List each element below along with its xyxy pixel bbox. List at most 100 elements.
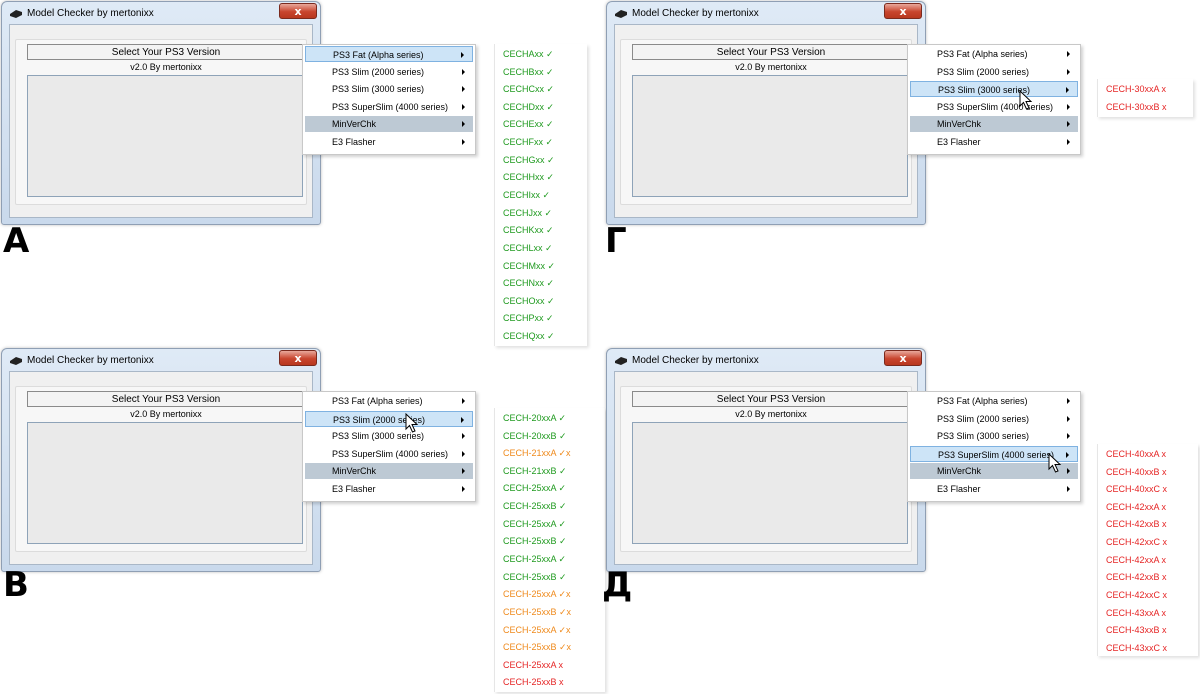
submenu-item[interactable]: CECHGxx ✓	[503, 155, 555, 165]
submenu-item[interactable]: CECH-42xxC x	[1106, 537, 1168, 547]
submenu-item[interactable]: CECHPxx ✓	[503, 313, 554, 323]
submenu-item[interactable]: CECH-20xxA ✓	[503, 413, 567, 423]
submenu-item[interactable]: CECHIxx ✓	[503, 190, 551, 200]
submenu-item[interactable]: CECH-42xxA x	[1106, 502, 1167, 512]
submenu-item[interactable]: CECHJxx ✓	[503, 208, 553, 218]
menu-item-label: E3 Flasher	[332, 137, 376, 147]
submenu-item[interactable]: CECHLxx ✓	[503, 243, 553, 253]
menu-item-ps3-slim-2000[interactable]: PS3 Slim (2000 series)	[305, 64, 473, 80]
submenu-arrow-icon	[461, 417, 464, 423]
submenu-item[interactable]: CECHCxx ✓	[503, 84, 555, 94]
submenu-item[interactable]: CECH-25xxB ✓	[503, 536, 567, 546]
menu-item-ps3-slim-2000[interactable]: PS3 Slim (2000 series)	[305, 411, 473, 427]
menu-item-e3-flasher[interactable]: E3 Flasher	[305, 134, 473, 150]
output-list[interactable]	[27, 75, 303, 197]
menu-item-ps3-slim-3000[interactable]: PS3 Slim (3000 series)	[305, 428, 473, 444]
submenu-item[interactable]: CECH-25xxB ✓	[503, 501, 567, 511]
menu-item-ps3-fat[interactable]: PS3 Fat (Alpha series)	[305, 46, 473, 62]
submenu-arrow-icon	[462, 69, 465, 75]
menu-item-ps3-slim-2000[interactable]: PS3 Slim (2000 series)	[910, 64, 1078, 80]
menu-item-ps3-superslim-4000[interactable]: PS3 SuperSlim (4000 series)	[305, 99, 473, 115]
submenu-item[interactable]: CECH-43xxC x	[1106, 643, 1168, 653]
menu-item-e3-flasher[interactable]: E3 Flasher	[305, 481, 473, 497]
close-button[interactable]: x	[884, 350, 922, 366]
submenu-ps3-slim-3000: CECH-30xxA x CECH-30xxB x	[1097, 79, 1193, 117]
output-list[interactable]	[632, 75, 908, 197]
submenu-arrow-icon	[462, 121, 465, 127]
submenu-item[interactable]: CECH-25xxA ✓x	[503, 589, 571, 599]
menu-item-label: E3 Flasher	[937, 137, 981, 147]
close-button[interactable]: x	[279, 350, 317, 366]
select-ps3-version-button[interactable]: Select Your PS3 Version	[632, 391, 910, 407]
menu-item-ps3-slim-3000[interactable]: PS3 Slim (3000 series)	[910, 428, 1078, 444]
submenu-item[interactable]: CECHDxx ✓	[503, 102, 555, 112]
submenu-arrow-icon	[1067, 398, 1070, 404]
submenu-item[interactable]: CECH-30xxA x	[1106, 84, 1167, 94]
submenu-item[interactable]: CECH-42xxC x	[1106, 590, 1168, 600]
menu-item-ps3-fat[interactable]: PS3 Fat (Alpha series)	[910, 46, 1078, 62]
submenu-item[interactable]: CECH-42xxB x	[1106, 572, 1167, 582]
submenu-item[interactable]: CECH-43xxB x	[1106, 625, 1167, 635]
window-title: Model Checker by mertonixx	[632, 355, 759, 366]
select-ps3-version-button[interactable]: Select Your PS3 Version	[27, 391, 305, 407]
submenu-item[interactable]: CECH-25xxA x	[503, 660, 564, 670]
menu-item-label: MinVerChk	[332, 466, 377, 476]
select-ps3-version-button[interactable]: Select Your PS3 Version	[27, 44, 305, 60]
submenu-item[interactable]: CECH-25xxB ✓x	[503, 642, 572, 652]
submenu-item[interactable]: CECH-21xxA ✓x	[503, 448, 571, 458]
submenu-item[interactable]: CECHOxx ✓	[503, 296, 555, 306]
submenu-item[interactable]: CECHBxx ✓	[503, 67, 554, 77]
menu-item-minverchk[interactable]: MinVerChk	[305, 116, 473, 132]
submenu-arrow-icon	[462, 139, 465, 145]
submenu-item[interactable]: CECH-25xxB x	[503, 677, 564, 687]
menu-item-minverchk[interactable]: MinVerChk	[910, 116, 1078, 132]
submenu-item[interactable]: CECH-40xxA x	[1106, 449, 1167, 459]
close-button[interactable]: x	[884, 3, 922, 19]
submenu-item[interactable]: CECH-40xxB x	[1106, 467, 1167, 477]
output-list[interactable]	[632, 422, 908, 544]
context-menu: PS3 Fat (Alpha series) PS3 Slim (2000 se…	[907, 391, 1081, 502]
submenu-item[interactable]: CECHExx ✓	[503, 119, 554, 129]
menu-item-ps3-slim-3000[interactable]: PS3 Slim (3000 series)	[305, 81, 473, 97]
submenu-item[interactable]: CECH-25xxB ✓	[503, 572, 567, 582]
submenu-item[interactable]: CECH-21xxB ✓	[503, 466, 567, 476]
submenu-item[interactable]: CECH-42xxB x	[1106, 519, 1167, 529]
menu-item-ps3-fat[interactable]: PS3 Fat (Alpha series)	[910, 393, 1078, 409]
submenu-item[interactable]: CECHFxx ✓	[503, 137, 554, 147]
submenu-item[interactable]: CECH-30xxB x	[1106, 102, 1167, 112]
title-bar[interactable]: Model Checker by mertonixx x	[607, 349, 925, 375]
submenu-item[interactable]: CECHAxx ✓	[503, 49, 554, 59]
menu-item-ps3-superslim-4000[interactable]: PS3 SuperSlim (4000 series)	[910, 446, 1078, 462]
submenu-item[interactable]: CECHNxx ✓	[503, 278, 555, 288]
menu-item-e3-flasher[interactable]: E3 Flasher	[910, 134, 1078, 150]
submenu-item[interactable]: CECH-42xxA x	[1106, 555, 1167, 565]
select-ps3-version-button[interactable]: Select Your PS3 Version	[632, 44, 910, 60]
submenu-item[interactable]: CECH-25xxA ✓	[503, 519, 567, 529]
submenu-item[interactable]: CECHQxx ✓	[503, 331, 555, 341]
menu-item-minverchk[interactable]: MinVerChk	[910, 463, 1078, 479]
submenu-item[interactable]: CECH-20xxB ✓	[503, 431, 567, 441]
menu-item-ps3-slim-3000[interactable]: PS3 Slim (3000 series)	[910, 81, 1078, 97]
submenu-item[interactable]: CECH-25xxA ✓	[503, 554, 567, 564]
close-button[interactable]: x	[279, 3, 317, 19]
submenu-item[interactable]: CECHHxx ✓	[503, 172, 555, 182]
submenu-item[interactable]: CECHMxx ✓	[503, 261, 556, 271]
submenu-arrow-icon	[1067, 121, 1070, 127]
title-bar[interactable]: Model Checker by mertonixx x	[2, 2, 320, 28]
menu-item-label: MinVerChk	[937, 119, 982, 129]
submenu-item[interactable]: CECH-25xxA ✓x	[503, 625, 571, 635]
submenu-item[interactable]: CECH-43xxA x	[1106, 608, 1167, 618]
submenu-item[interactable]: CECH-25xxB ✓x	[503, 607, 572, 617]
title-bar[interactable]: Model Checker by mertonixx x	[2, 349, 320, 375]
submenu-item[interactable]: CECH-40xxC x	[1106, 484, 1168, 494]
menu-item-ps3-fat[interactable]: PS3 Fat (Alpha series)	[305, 393, 473, 409]
submenu-item[interactable]: CECHKxx ✓	[503, 225, 554, 235]
menu-item-ps3-superslim-4000[interactable]: PS3 SuperSlim (4000 series)	[910, 99, 1078, 115]
menu-item-ps3-slim-2000[interactable]: PS3 Slim (2000 series)	[910, 411, 1078, 427]
menu-item-minverchk[interactable]: MinVerChk	[305, 463, 473, 479]
menu-item-e3-flasher[interactable]: E3 Flasher	[910, 481, 1078, 497]
title-bar[interactable]: Model Checker by mertonixx x	[607, 2, 925, 28]
submenu-item[interactable]: CECH-25xxA ✓	[503, 483, 567, 493]
menu-item-ps3-superslim-4000[interactable]: PS3 SuperSlim (4000 series)	[305, 446, 473, 462]
output-list[interactable]	[27, 422, 303, 544]
